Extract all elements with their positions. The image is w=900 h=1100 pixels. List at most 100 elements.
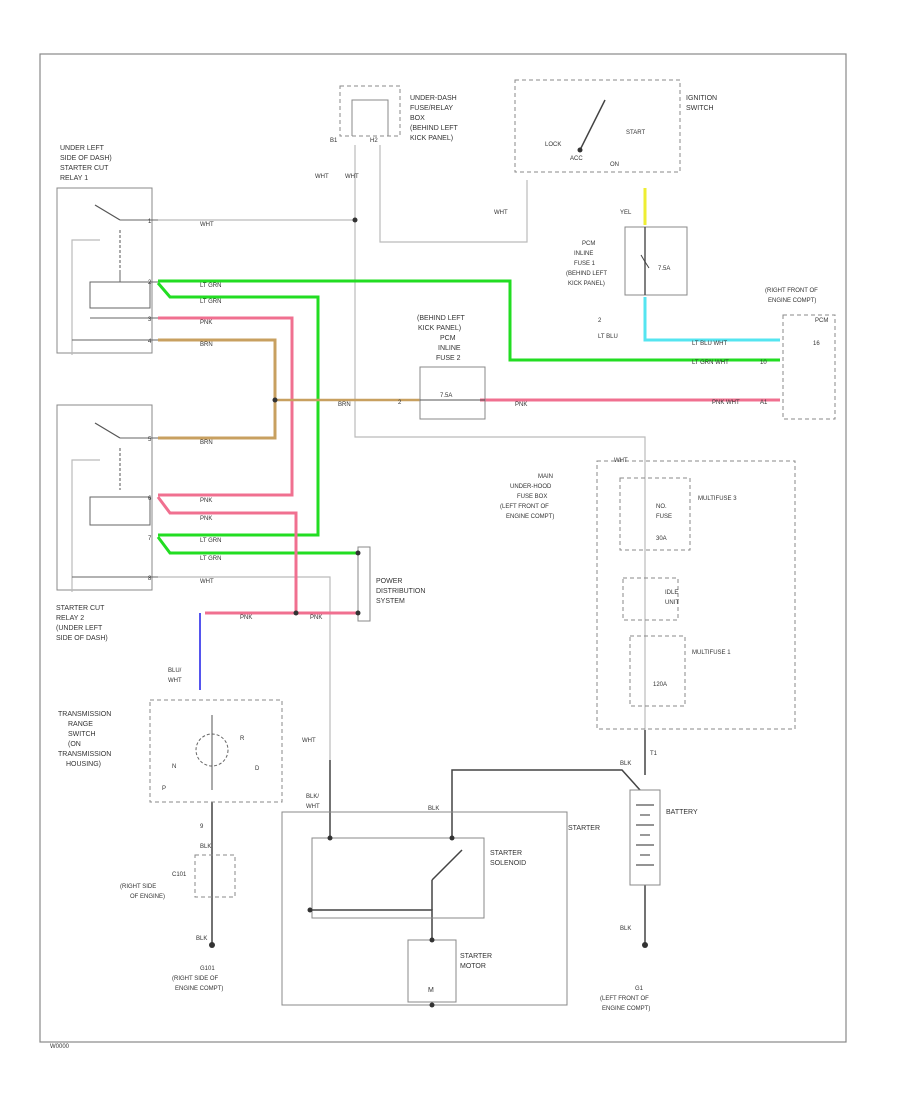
svg-text:D: D	[255, 766, 260, 772]
svg-text:KICK PANEL): KICK PANEL)	[410, 135, 453, 142]
svg-text:4: 4	[148, 339, 152, 345]
svg-text:BLK/: BLK/	[306, 794, 319, 800]
power-distribution-box	[357, 546, 371, 622]
svg-text:ENGINE COMPT): ENGINE COMPT)	[768, 298, 816, 304]
pcm-fuse2-label: (BEHIND LEFT	[417, 315, 466, 322]
svg-text:5: 5	[148, 437, 152, 443]
svg-text:PNK WHT: PNK WHT	[712, 400, 740, 406]
svg-text:BRN: BRN	[200, 440, 213, 446]
svg-text:2: 2	[398, 400, 402, 406]
svg-text:FUSE BOX: FUSE BOX	[517, 494, 547, 500]
svg-text:ENGINE COMPT): ENGINE COMPT)	[175, 986, 223, 992]
svg-text:7.5A: 7.5A	[658, 266, 670, 272]
svg-text:UNDER-HOOD: UNDER-HOOD	[510, 484, 552, 490]
svg-text:RELAY 1: RELAY 1	[60, 175, 88, 182]
svg-text:BRN: BRN	[338, 402, 351, 408]
svg-text:LT BLU WHT: LT BLU WHT	[692, 341, 727, 347]
wire-wht-ignition	[379, 145, 528, 243]
svg-text:7.5A: 7.5A	[440, 393, 452, 399]
svg-text:(RIGHT SIDE OF: (RIGHT SIDE OF	[172, 976, 219, 982]
svg-text:SIDE OF DASH): SIDE OF DASH)	[56, 635, 108, 642]
svg-text:P: P	[162, 786, 166, 792]
svg-text:M: M	[428, 987, 434, 994]
svg-text:SYSTEM: SYSTEM	[376, 598, 405, 605]
svg-text:MULTIFUSE 1: MULTIFUSE 1	[692, 650, 731, 656]
svg-text:R: R	[240, 736, 245, 742]
wire-lt-grn-pcm	[158, 279, 780, 362]
svg-text:PCM: PCM	[440, 335, 456, 342]
svg-text:SOLENOID: SOLENOID	[490, 860, 526, 867]
brn-wires	[158, 338, 420, 440]
dark-wires	[211, 730, 646, 945]
svg-text:LT GRN: LT GRN	[200, 299, 221, 305]
wire-wht-relay2	[158, 576, 331, 760]
svg-text:30A: 30A	[656, 536, 667, 542]
relay1-box	[56, 187, 153, 354]
svg-text:KICK PANEL): KICK PANEL)	[418, 325, 461, 332]
svg-text:START: START	[626, 130, 645, 136]
svg-text:STARTER: STARTER	[460, 953, 492, 960]
svg-text:(ON: (ON	[68, 741, 81, 748]
svg-text:HOUSING): HOUSING)	[66, 761, 101, 768]
svg-text:H2: H2	[370, 138, 378, 144]
svg-text:TRANSMISSION: TRANSMISSION	[58, 751, 111, 758]
svg-text:(LEFT FRONT OF: (LEFT FRONT OF	[500, 504, 549, 510]
svg-text:B1: B1	[330, 138, 338, 144]
pin-labels: 1 2 3 4 5 6 7 8 B1 H2 T1 2 2 9 16 10 A1	[148, 138, 820, 830]
relay2-label: STARTER CUT	[56, 605, 105, 612]
svg-text:INLINE: INLINE	[438, 345, 461, 352]
wire-wht-underdash	[354, 145, 646, 460]
c101-label: C101	[172, 872, 187, 878]
svg-text:LT GRN: LT GRN	[200, 538, 221, 544]
ignition-switch	[514, 79, 681, 173]
svg-text:LT BLU: LT BLU	[598, 334, 618, 340]
svg-text:WHT: WHT	[345, 174, 359, 180]
component-labels: UNDER LEFT SIDE OF DASH) STARTER CUT REL…	[50, 95, 828, 1050]
svg-text:OF ENGINE): OF ENGINE)	[130, 894, 165, 900]
svg-text:FUSE 2: FUSE 2	[436, 355, 461, 362]
ignition-label: IGNITION	[686, 95, 717, 102]
starter-cut-relay-2	[56, 404, 158, 592]
starter-label: STARTER	[568, 825, 600, 832]
pcm-connector	[782, 314, 836, 420]
svg-text:ENGINE COMPT): ENGINE COMPT)	[602, 1006, 650, 1012]
wire-lt-blu	[643, 297, 780, 342]
svg-text:8: 8	[148, 576, 152, 582]
relay1-label: UNDER LEFT	[60, 145, 105, 152]
svg-text:WHT: WHT	[315, 174, 329, 180]
svg-text:WHT: WHT	[614, 458, 628, 464]
svg-text:LT GRN WHT: LT GRN WHT	[692, 360, 729, 366]
junction-dots	[209, 217, 648, 1008]
wire-lt-grn-relay-link	[156, 282, 320, 537]
svg-text:6: 6	[148, 496, 152, 502]
svg-text:(BEHIND LEFT: (BEHIND LEFT	[566, 271, 607, 277]
wire-brn-relays	[158, 338, 277, 440]
svg-text:BLK: BLK	[200, 844, 211, 850]
pcm-fuse1-label: PCM	[582, 241, 595, 247]
svg-text:MULTIFUSE 3: MULTIFUSE 3	[698, 496, 737, 502]
diagram-frame	[39, 53, 847, 1043]
svg-text:BOX: BOX	[410, 115, 425, 122]
svg-text:120A: 120A	[653, 682, 667, 688]
svg-text:PCM: PCM	[815, 318, 828, 324]
pcm-label: (RIGHT FRONT OF	[765, 288, 818, 294]
svg-text:LT GRN: LT GRN	[200, 556, 221, 562]
g101-label: G101	[200, 966, 215, 972]
svg-text:16: 16	[813, 341, 820, 347]
svg-text:FUSE 1: FUSE 1	[574, 261, 596, 267]
svg-text:NO.: NO.	[656, 504, 667, 510]
svg-text:9: 9	[200, 824, 204, 830]
svg-text:10: 10	[760, 360, 767, 366]
svg-text:A1: A1	[760, 400, 768, 406]
wire-labels: WHT LT GRN LT GRN PNK BRN BRN PNK PNK LT…	[168, 174, 740, 942]
starter-assembly	[281, 811, 568, 1006]
svg-text:MOTOR: MOTOR	[460, 963, 486, 970]
battery-label: BATTERY	[666, 809, 698, 816]
main-fuse-box-label: MAIN	[538, 474, 553, 480]
power-distribution-label: POWER	[376, 578, 402, 585]
svg-text:SWITCH: SWITCH	[68, 731, 96, 738]
starter-cut-relay-1	[56, 187, 158, 355]
svg-text:YEL: YEL	[620, 210, 632, 216]
underdash-box	[339, 85, 401, 137]
svg-text:WHT: WHT	[168, 678, 182, 684]
